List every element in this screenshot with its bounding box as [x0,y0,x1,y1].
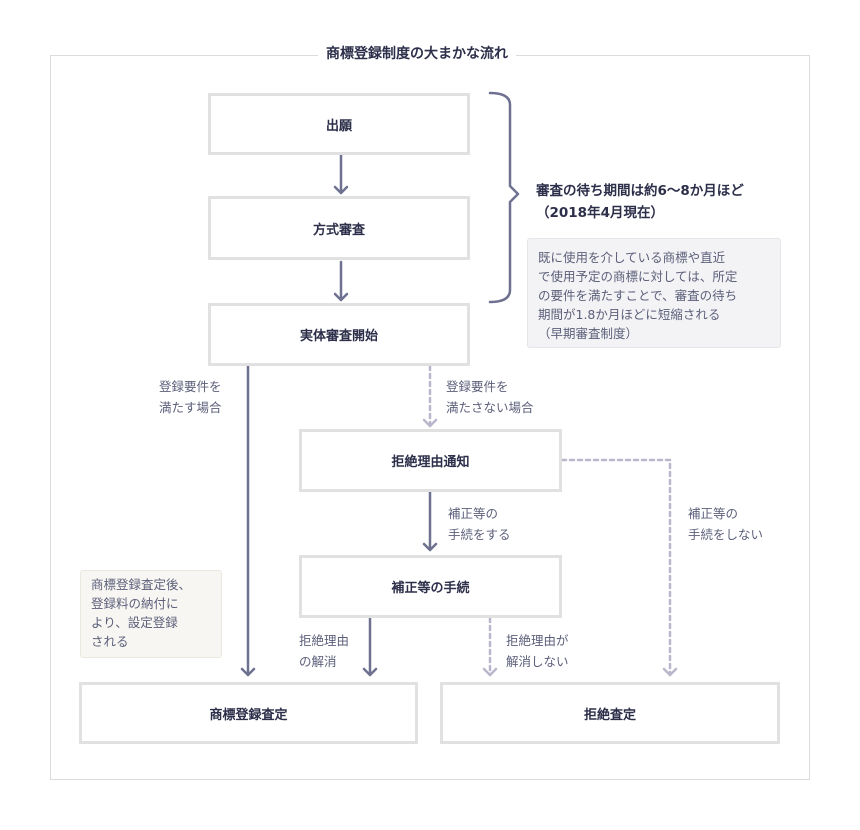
expedited-exam-note: 既に使用を介している商標や直近 で使用予定の商標に対しては、所定 の要件を満たす… [527,238,781,348]
wait-period-bracket [488,91,520,304]
arrow-notice-to-rejection [560,458,672,677]
arrow-application-to-formality [333,153,349,195]
application-box: 出願 [208,93,470,155]
diagram-title: 商標登録制度の大まかな流れ [318,44,516,64]
label-do-amendment: 補正等の 手続をする [448,506,511,542]
amendment-box: 補正等の手続 [299,555,562,618]
formality-exam-box: 方式審査 [208,196,470,260]
substantive-exam-box: 実体審査開始 [208,303,470,366]
arrow-notice-to-amendment [422,490,438,552]
registration-note: 商標登録査定後、 登録料の納付に より、設定登録 される [80,570,222,658]
arrow-amendment-to-rejection-head [482,667,498,677]
label-not-meets-requirements: 登録要件を 満たさない場合 [446,379,534,415]
label-reason-not-resolved: 拒絶理由が 解消しない [506,633,569,669]
label-meets-requirements: 登録要件を 満たす場合 [159,379,222,415]
label-no-amendment: 補正等の 手続をしない [688,506,764,542]
arrow-substantive-to-notice-head [422,418,438,428]
arrow-amendment-to-registration [362,616,378,677]
label-reason-resolved: 拒絶理由 の解消 [299,633,350,669]
rejection-decision-box: 拒絶査定 [440,682,780,744]
rejection-notice-box: 拒絶理由通知 [299,429,562,492]
arrow-notice-to-rejection-head [662,667,678,677]
arrow-formality-to-substantive [333,260,349,302]
arrow-substantive-to-registration [240,364,256,677]
registration-decision-box: 商標登録査定 [79,682,418,744]
wait-period-heading: 審査の待ち期間は約6〜8か月ほど （2018年4月現在） [536,183,744,221]
